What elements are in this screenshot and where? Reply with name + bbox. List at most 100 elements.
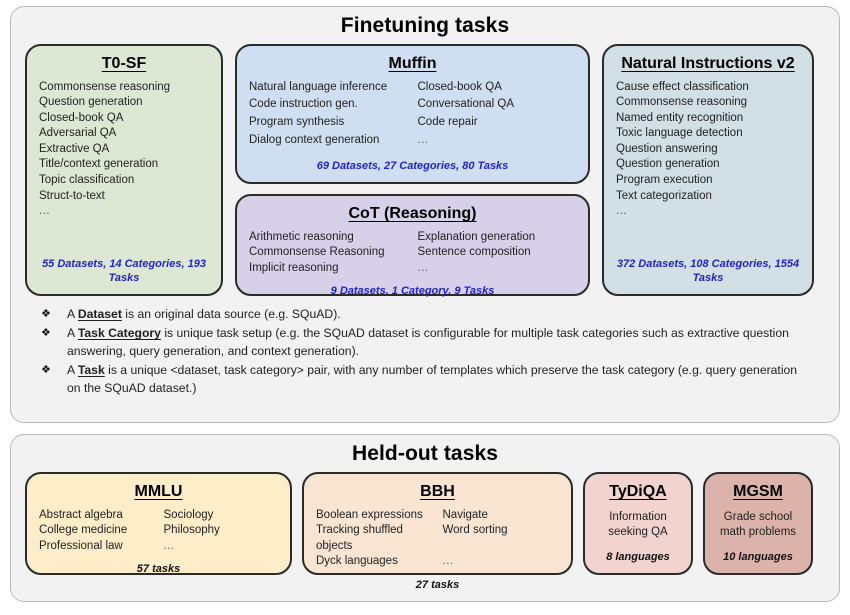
list-item-ellipsis: ... — [163, 539, 175, 552]
list-item: Named entity recognition — [616, 111, 744, 124]
card-natural-instructions-v2-items: Cause effect classification Commonsense … — [616, 80, 800, 249]
list-item: Boolean expressions — [316, 508, 423, 521]
list-item: Dyck languages — [316, 555, 398, 568]
card-mgsm-title: MGSM — [733, 483, 783, 500]
list-item: Professional law — [39, 539, 123, 552]
card-muffin-title: Muffin — [388, 55, 437, 72]
card-cot-items: Arithmetic reasoning Commonsense Reasoni… — [249, 230, 576, 277]
card-mgsm[interactable]: MGSM Grade school math problems 10 langu… — [703, 472, 813, 575]
list-item: Abstract algebra — [39, 508, 123, 521]
list-item: Sociology — [163, 508, 214, 521]
list-item-ellipsis: ... — [39, 205, 51, 218]
list-item: Conversational QA — [417, 98, 515, 111]
list-item-ellipsis: ... — [417, 134, 429, 147]
card-mgsm-stat: 10 languages — [723, 551, 793, 563]
list-item: seeking QA — [608, 526, 668, 539]
card-mmlu-stat: 57 tasks — [136, 563, 181, 576]
card-tydiqa-items: Information seeking QA — [597, 510, 679, 542]
list-item: Sentence composition — [417, 246, 531, 259]
list-item: Question answering — [616, 142, 718, 155]
card-natural-instructions-v2-title: Natural Instructions v2 — [621, 55, 795, 72]
list-item: Closed-book QA — [417, 80, 502, 93]
card-bbh-stat: 27 tasks — [415, 578, 460, 591]
list-item: Closed-book QA — [39, 111, 124, 124]
card-mgsm-items: Grade school math problems — [717, 510, 799, 542]
list-item: Code instruction gen. — [249, 98, 358, 111]
held-out-tasks-panel: Held-out tasks MMLU Abstract algebra Col… — [10, 434, 840, 602]
finetuning-middle-column: Muffin Natural language inference Code i… — [235, 44, 590, 298]
list-item: Word sorting — [442, 524, 508, 537]
definition-row-dataset: ❖ A Dataset is an original data source (… — [41, 306, 813, 323]
list-item: Explanation generation — [417, 230, 536, 243]
card-t0sf-stat: 55 Datasets, 14 Categories, 193 Tasks — [42, 258, 206, 284]
list-item-ellipsis: ... — [417, 261, 429, 274]
card-bbh[interactable]: BBH Boolean expressions Tracking shuffle… — [302, 472, 573, 591]
card-t0sf-items: Commonsense reasoning Question generatio… — [39, 80, 209, 249]
definition-term-task: Task — [77, 363, 105, 378]
held-out-panel-title: Held-out tasks — [351, 442, 499, 465]
list-item-ellipsis: ... — [616, 205, 628, 218]
diamond-bullet-icon: ❖ — [41, 364, 51, 377]
card-t0sf-title: T0-SF — [101, 55, 147, 72]
list-item: Toxic language detection — [616, 127, 743, 140]
list-item: math problems — [719, 526, 797, 539]
list-item: Natural language inference — [249, 80, 388, 93]
list-item: Title/context generation — [39, 158, 159, 171]
card-muffin[interactable]: Muffin Natural language inference Code i… — [235, 44, 590, 184]
list-item: Philosophy — [163, 524, 220, 537]
finetuning-cards-row: T0-SF Commonsense reasoning Question gen… — [11, 44, 839, 298]
list-item: Information — [609, 510, 667, 523]
list-item: Code repair — [417, 116, 478, 129]
list-item: Tracking shuffled objects — [316, 524, 403, 552]
list-item: College medicine — [39, 524, 128, 537]
list-item: Cause effect classification — [616, 80, 749, 93]
list-item: Text categorization — [616, 189, 712, 202]
finetuning-tasks-panel: Finetuning tasks T0-SF Commonsense reaso… — [10, 6, 840, 423]
definition-term-dataset: Dataset — [77, 307, 122, 321]
definition-text-task: A Task is a unique <dataset, task catego… — [67, 363, 798, 395]
card-natural-instructions-v2-stat: 372 Datasets, 108 Categories, 1554 Tasks — [616, 258, 800, 284]
card-cot-title: CoT (Reasoning) — [348, 205, 477, 222]
card-muffin-stat: 69 Datasets, 27 Categories, 80 Tasks — [316, 160, 509, 172]
list-item: Grade school — [723, 510, 793, 523]
definition-term-task-category: Task Category — [77, 326, 161, 341]
card-bbh-items: Boolean expressions Tracking shuffled ob… — [316, 508, 559, 570]
list-item: Navigate — [442, 508, 488, 521]
list-item: Extractive QA — [39, 142, 110, 155]
diamond-bullet-icon: ❖ — [41, 327, 51, 340]
card-mmlu-title: MMLU — [134, 483, 183, 500]
list-item: Struct-to-text — [39, 189, 105, 202]
list-item: Question generation — [39, 96, 143, 109]
card-tydiqa[interactable]: TyDiQA Information seeking QA 8 language… — [583, 472, 693, 575]
list-item: Program synthesis — [249, 116, 345, 129]
definitions-list: ❖ A Dataset is an original data source (… — [11, 296, 839, 397]
definition-text-task-category: A Task Category is unique task setup (e.… — [67, 326, 789, 358]
card-tydiqa-stat: 8 languages — [606, 551, 670, 563]
card-mmlu[interactable]: MMLU Abstract algebra College medicine P… — [25, 472, 292, 575]
card-muffin-items: Natural language inference Code instruct… — [249, 80, 576, 151]
list-item: Dialog context generation — [249, 134, 380, 147]
list-item: Program execution — [616, 174, 713, 187]
held-out-cards-row: MMLU Abstract algebra College medicine P… — [11, 472, 839, 591]
list-item: Topic classification — [39, 174, 135, 187]
card-mmlu-items: Abstract algebra College medicine Profes… — [39, 508, 278, 555]
card-bbh-title: BBH — [420, 483, 455, 500]
finetuning-panel-title: Finetuning tasks — [340, 14, 510, 37]
list-item: Commonsense reasoning — [616, 96, 748, 109]
card-natural-instructions-v2[interactable]: Natural Instructions v2 Cause effect cla… — [602, 44, 814, 296]
definition-row-task-category: ❖ A Task Category is unique task setup (… — [41, 325, 813, 360]
definition-row-task: ❖ A Task is a unique <dataset, task cate… — [41, 362, 813, 397]
definition-text-dataset: A Dataset is an original data source (e.… — [67, 307, 341, 321]
card-t0sf[interactable]: T0-SF Commonsense reasoning Question gen… — [25, 44, 223, 296]
list-item: Question generation — [616, 158, 720, 171]
card-tydiqa-title: TyDiQA — [609, 483, 667, 500]
list-item-ellipsis: ... — [442, 555, 454, 568]
list-item: Arithmetic reasoning — [249, 230, 354, 243]
list-item: Commonsense reasoning — [39, 80, 171, 93]
list-item: Implicit reasoning — [249, 261, 339, 274]
card-cot[interactable]: CoT (Reasoning) Arithmetic reasoning Com… — [235, 194, 590, 298]
list-item: Adversarial QA — [39, 127, 117, 140]
card-cot-stat: 9 Datasets, 1 Category, 9 Tasks — [330, 285, 495, 298]
diamond-bullet-icon: ❖ — [41, 308, 51, 320]
